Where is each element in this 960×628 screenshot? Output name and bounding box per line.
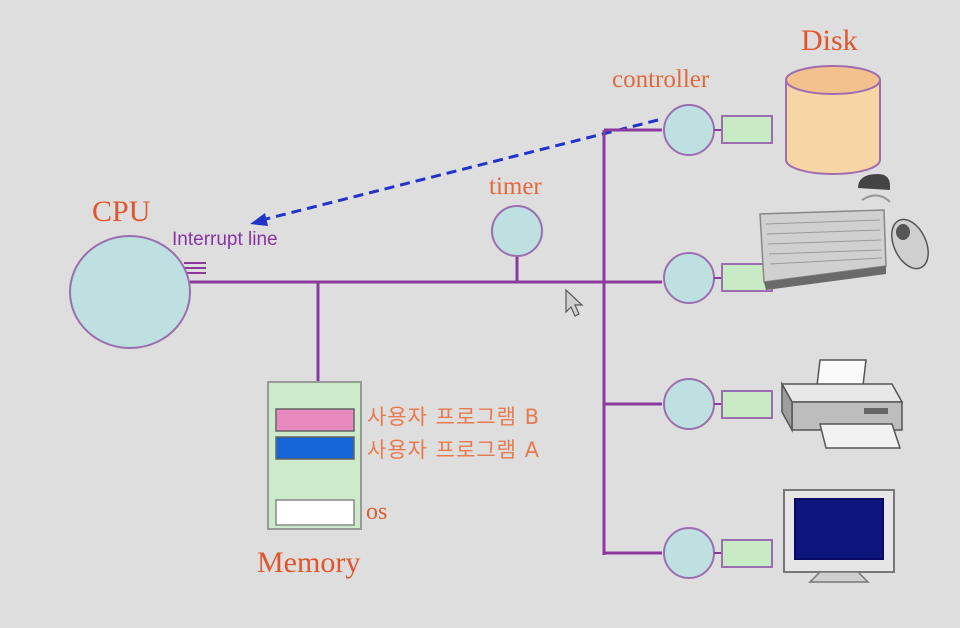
program-a-label: 사용자 프로그램 A (367, 438, 540, 462)
memory-label: Memory (257, 546, 361, 579)
program-b-region (275, 408, 355, 432)
cpu-node (69, 235, 191, 349)
os-region (275, 499, 355, 526)
cursor-icon (565, 288, 584, 317)
program-b-label: 사용자 프로그램 B (367, 405, 540, 429)
printer-icon (780, 359, 904, 449)
interrupt-pins (184, 262, 206, 274)
controller-printer (663, 378, 773, 430)
controller-label: controller (612, 66, 710, 93)
controller-keyboard (663, 252, 773, 304)
interrupt-line-label: Interrupt line (172, 229, 278, 250)
system-bus (190, 128, 662, 555)
memory-block (267, 381, 362, 530)
timer-node (491, 205, 543, 257)
disk-label: Disk (801, 24, 858, 57)
controller-disk (663, 104, 773, 156)
monitor-icon (783, 489, 895, 583)
cpu-label: CPU (92, 195, 151, 228)
interrupt-arrow (250, 118, 659, 226)
disk-icon (785, 65, 881, 175)
keyboard-mouse-icon (759, 174, 929, 290)
program-a-region (275, 436, 355, 460)
controller-monitor (663, 527, 773, 579)
os-label: os (366, 499, 388, 525)
timer-label: timer (489, 173, 542, 200)
